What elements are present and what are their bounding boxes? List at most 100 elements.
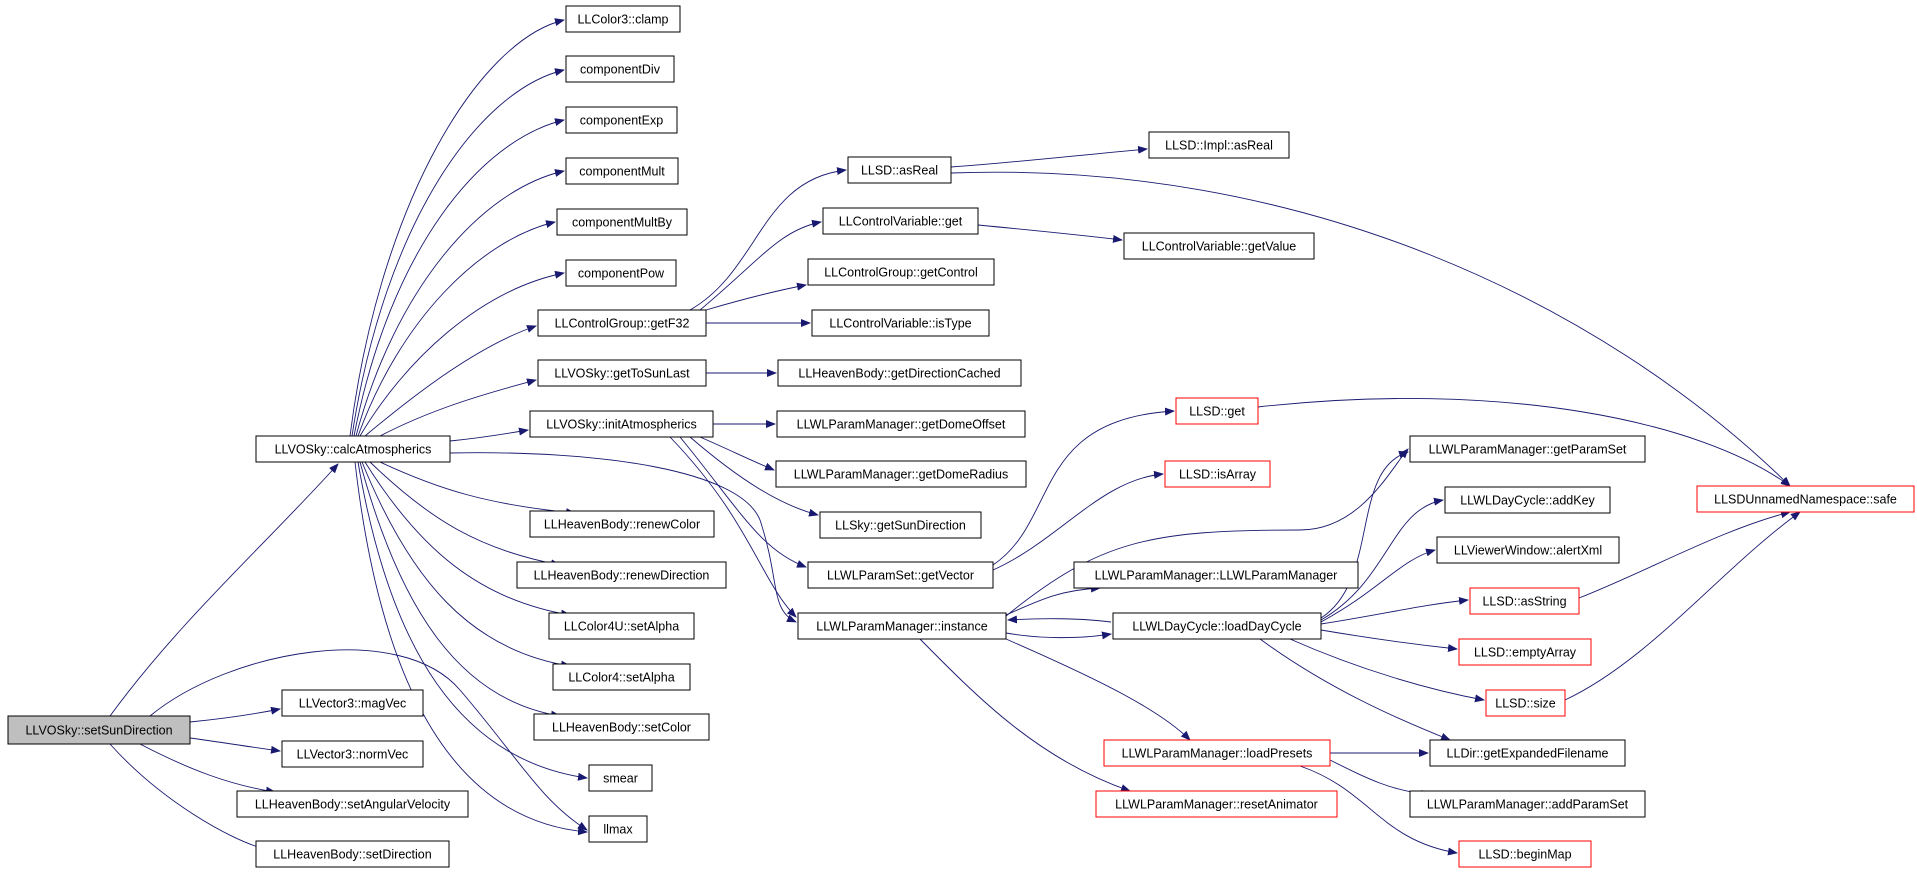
edge-getF32-to-cvGet — [699, 219, 822, 311]
node-getDomeOffset[interactable]: LLWLParamManager::getDomeOffset — [776, 410, 1026, 438]
node-setColor[interactable]: LLHeavenBody::setColor — [533, 713, 710, 741]
edge-calcAtmospherics-to-componentMult — [355, 169, 565, 437]
node-box — [565, 157, 679, 185]
edge-initAtmospherics-to-getDomeRadius — [699, 436, 775, 471]
node-box — [1458, 638, 1592, 666]
node-calcAtmospherics[interactable]: LLVOSky::calcAtmospherics — [255, 435, 451, 463]
edge-loadDayCycle-to-addKey — [1320, 497, 1444, 621]
node-setAlpha4[interactable]: LLColor4::setAlpha — [552, 663, 691, 691]
node-label: LLDir::getExpandedFilename — [1447, 747, 1609, 761]
node-instance[interactable]: LLWLParamManager::instance — [797, 612, 1007, 640]
node-componentExp[interactable]: componentExp — [565, 106, 678, 134]
node-box — [565, 106, 678, 134]
node-label: LLWLParamManager::instance — [816, 620, 987, 634]
node-setAlpha4U[interactable]: LLColor4U::setAlpha — [548, 612, 695, 640]
node-asString[interactable]: LLSD::asString — [1469, 587, 1580, 615]
node-setAngularVelocity[interactable]: LLHeavenBody::setAngularVelocity — [236, 790, 469, 818]
node-emptyArray[interactable]: LLSD::emptyArray — [1458, 638, 1592, 666]
node-safe[interactable]: LLSDUnnamedNamespace::safe — [1696, 485, 1915, 513]
node-getControl[interactable]: LLControlGroup::getControl — [807, 258, 995, 286]
node-box — [281, 689, 424, 717]
edge-instance-to-loadPresets — [1005, 638, 1191, 741]
node-box — [255, 840, 450, 868]
node-resetAnimator[interactable]: LLWLParamManager::resetAnimator — [1095, 790, 1338, 818]
node-getF32[interactable]: LLControlGroup::getF32 — [537, 309, 707, 337]
node-loadDayCycle[interactable]: LLWLDayCycle::loadDayCycle — [1112, 612, 1322, 640]
node-componentMultBy[interactable]: componentMultBy — [556, 208, 688, 236]
node-renewColor[interactable]: LLHeavenBody::renewColor — [529, 510, 715, 538]
node-clamp[interactable]: LLColor3::clamp — [565, 5, 681, 33]
edge-asReal-to-safe — [950, 171, 1791, 487]
node-smear[interactable]: smear — [588, 764, 653, 792]
node-magVec[interactable]: LLVector3::magVec — [281, 689, 424, 717]
node-normVec[interactable]: LLVector3::normVec — [281, 740, 424, 768]
node-componentPow[interactable]: componentPow — [565, 259, 677, 287]
node-label: LLSD::asString — [1482, 595, 1566, 609]
node-getExpandedFilename[interactable]: LLDir::getExpandedFilename — [1429, 739, 1626, 767]
edges-layer — [109, 18, 1801, 856]
node-componentDiv[interactable]: componentDiv — [565, 55, 675, 83]
node-label: LLWLParamManager::getParamSet — [1429, 443, 1627, 457]
node-isArray[interactable]: LLSD::isArray — [1164, 460, 1271, 488]
node-box — [819, 511, 982, 539]
node-label: LLWLParamManager::getDomeOffset — [797, 418, 1006, 432]
node-label: LLControlVariable::getValue — [1142, 240, 1297, 254]
node-getDirectionCached[interactable]: LLHeavenBody::getDirectionCached — [777, 359, 1022, 387]
edge-llsdGet-to-safe — [1257, 398, 1791, 487]
edge-calcAtmospherics-to-getF32 — [364, 325, 537, 437]
node-llsdGet[interactable]: LLSD::get — [1175, 397, 1259, 425]
node-label: LLVOSky::initAtmospherics — [546, 418, 697, 432]
node-box — [588, 764, 653, 792]
node-box — [1175, 397, 1259, 425]
node-label: LLViewerWindow::alertXml — [1454, 544, 1602, 558]
node-alertXml[interactable]: LLViewerWindow::alertXml — [1436, 536, 1620, 564]
node-llmax[interactable]: llmax — [588, 815, 648, 843]
node-implAsReal[interactable]: LLSD::Impl::asReal — [1148, 131, 1290, 159]
node-label: smear — [603, 772, 638, 786]
node-beginMap[interactable]: LLSD::beginMap — [1458, 840, 1592, 868]
node-label: LLWLParamManager::resetAnimator — [1115, 798, 1318, 812]
node-getVector[interactable]: LLWLParamSet::getVector — [807, 561, 994, 589]
node-box — [255, 435, 451, 463]
node-initAtmospherics[interactable]: LLVOSky::initAtmospherics — [529, 410, 714, 438]
edge-calcAtmospherics-to-setAlpha4U — [364, 461, 571, 618]
edge-getVector-to-isArray — [992, 470, 1164, 571]
node-cvGet[interactable]: LLControlVariable::get — [822, 207, 979, 235]
node-ctor[interactable]: LLWLParamManager::LLWLParamManager — [1073, 561, 1359, 589]
node-box — [516, 561, 727, 589]
node-setSunDirection[interactable]: LLVOSky::setSunDirection — [7, 715, 191, 745]
node-label: LLWLParamManager::LLWLParamManager — [1095, 569, 1338, 583]
node-setDirection[interactable]: LLHeavenBody::setDirection — [255, 840, 450, 868]
node-label: LLWLParamManager::addParamSet — [1427, 798, 1629, 812]
node-label: LLSD::isArray — [1179, 468, 1257, 482]
node-label: LLVOSky::calcAtmospherics — [275, 443, 432, 457]
node-label: LLHeavenBody::setDirection — [273, 848, 431, 862]
node-isType[interactable]: LLControlVariable::isType — [811, 309, 990, 337]
node-box — [565, 259, 677, 287]
node-getDomeRadius[interactable]: LLWLParamManager::getDomeRadius — [775, 460, 1027, 488]
node-size[interactable]: LLSD::size — [1485, 689, 1566, 717]
node-box — [537, 359, 707, 387]
node-componentMult[interactable]: componentMult — [565, 157, 679, 185]
edge-calcAtmospherics-to-setColor — [359, 461, 561, 719]
edge-asString-to-safe — [1578, 510, 1791, 599]
node-renewDirection[interactable]: LLHeavenBody::renewDirection — [516, 561, 727, 589]
edge-loadDayCycle-to-instance — [1007, 615, 1112, 624]
node-addParamSet[interactable]: LLWLParamManager::addParamSet — [1409, 790, 1646, 818]
edge-loadDayCycle-to-alertXml — [1320, 548, 1436, 623]
edge-calcAtmospherics-to-componentExp — [353, 118, 565, 437]
node-box — [847, 156, 952, 184]
node-getSunDirection[interactable]: LLSky::getSunDirection — [819, 511, 982, 539]
node-label: LLHeavenBody::setAngularVelocity — [255, 798, 451, 812]
node-loadPresets[interactable]: LLWLParamManager::loadPresets — [1103, 739, 1331, 767]
node-addKey[interactable]: LLWLDayCycle::addKey — [1444, 486, 1611, 514]
node-getToSunLast[interactable]: LLVOSky::getToSunLast — [537, 359, 707, 387]
node-asReal[interactable]: LLSD::asReal — [847, 156, 952, 184]
edge-calcAtmospherics-to-renewDirection — [369, 461, 561, 568]
node-box — [1436, 536, 1620, 564]
node-cvGetValue[interactable]: LLControlVariable::getValue — [1123, 232, 1315, 260]
node-box — [1164, 460, 1271, 488]
node-getParamSet[interactable]: LLWLParamManager::getParamSet — [1409, 435, 1646, 463]
node-label: llmax — [603, 823, 633, 837]
edge-calcAtmospherics-to-llmax — [354, 461, 588, 836]
